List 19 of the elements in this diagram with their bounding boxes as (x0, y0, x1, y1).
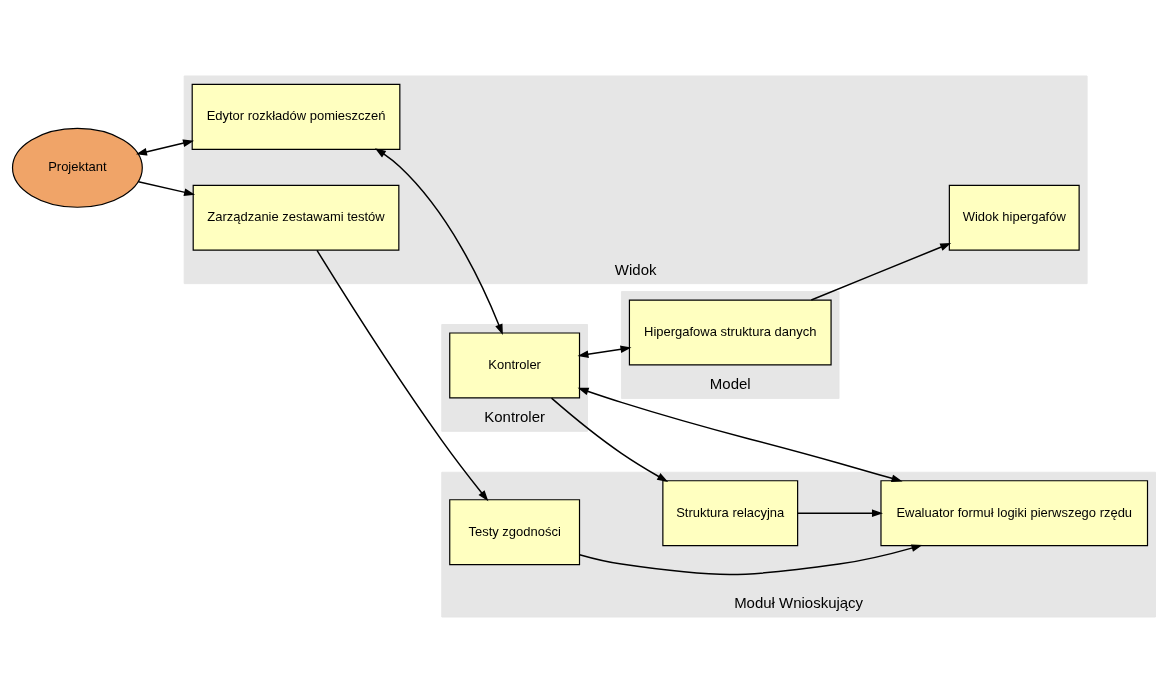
node-box: Hipergafowa struktura danych (628, 299, 832, 366)
node-box: Struktura relacyjna (662, 480, 799, 547)
arrow (577, 387, 903, 483)
node-ellipse: Projektant (11, 127, 143, 208)
arrow (374, 148, 503, 336)
node-box: Zarządzanie zestawami testów (192, 184, 400, 251)
arrow (137, 180, 196, 196)
arrow (577, 345, 632, 359)
arrow (796, 509, 883, 518)
node-box: Edytor rozkładów pomieszczeń (191, 83, 401, 150)
arrow (578, 544, 923, 576)
node-box: Testy zgodności (449, 499, 581, 566)
node-box: Kontroler (449, 332, 581, 399)
arrow (550, 397, 669, 482)
arrow (135, 139, 194, 156)
arrow (316, 249, 489, 502)
node-box: Widok hipergafów (948, 184, 1080, 251)
node-box: Ewaluator formuł logiki pierwszego rzędu (880, 480, 1149, 547)
arrow (810, 243, 952, 301)
